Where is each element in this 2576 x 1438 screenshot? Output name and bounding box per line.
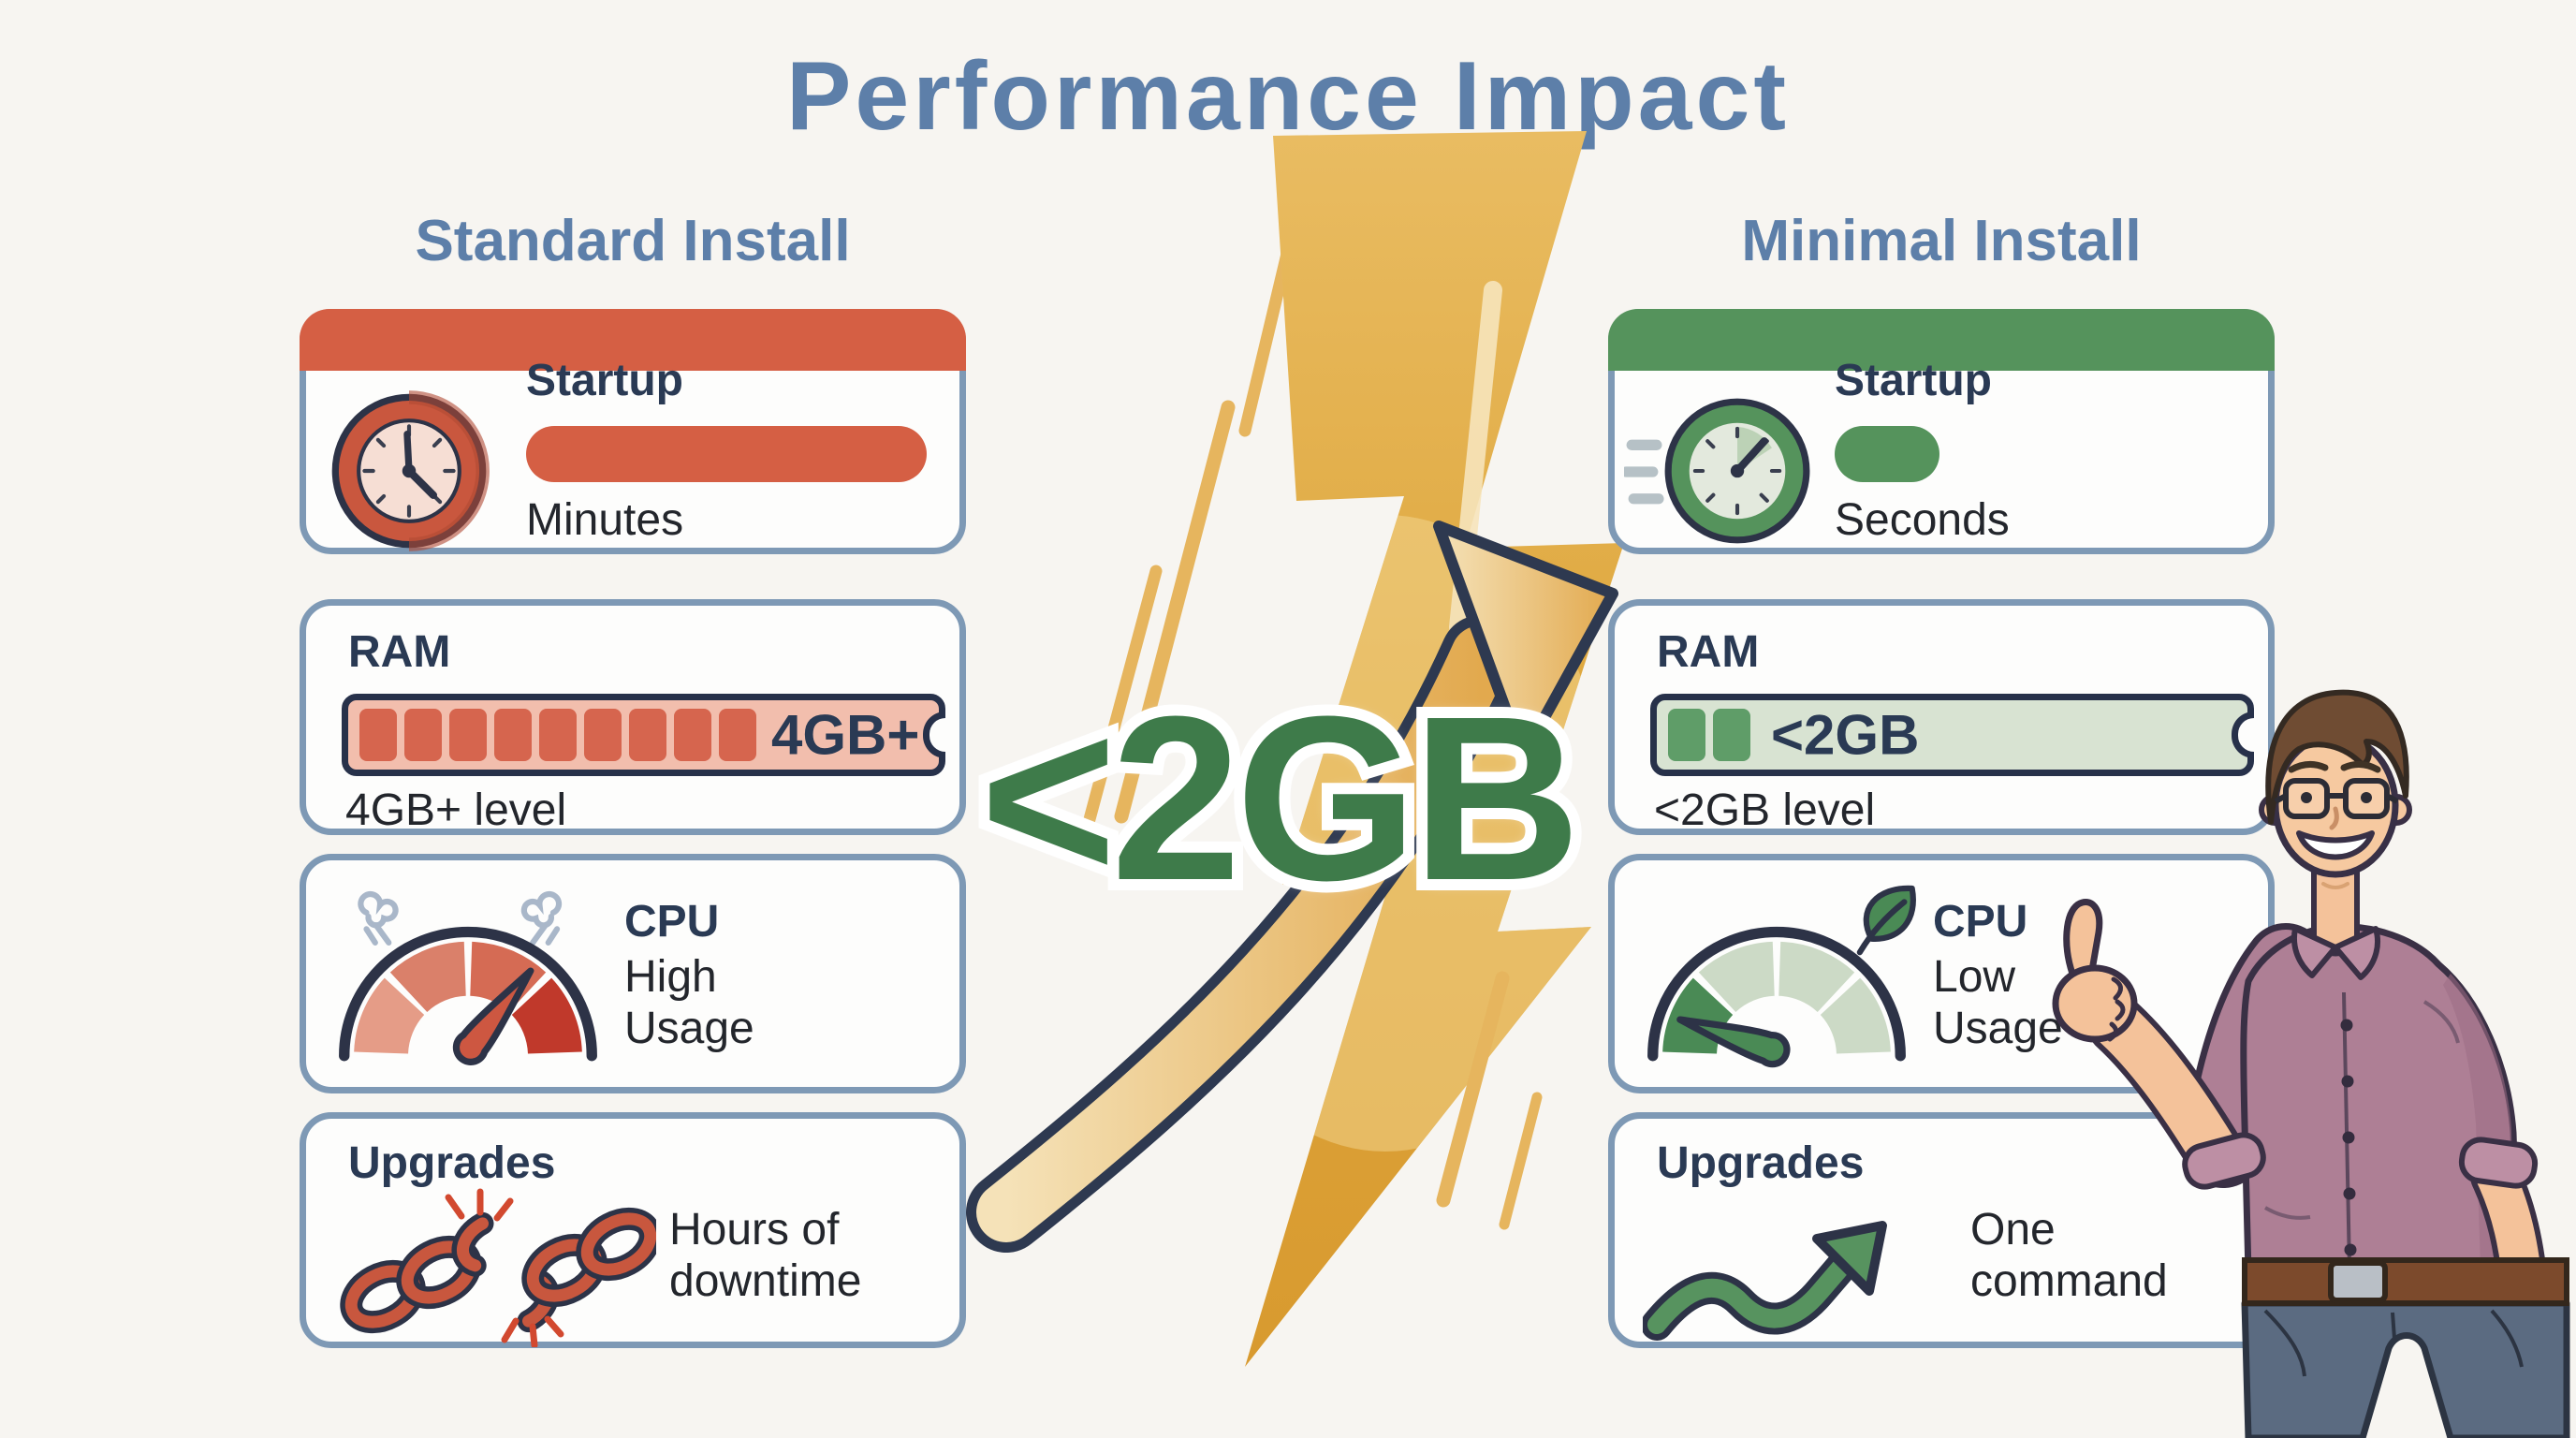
card-value: High Usage xyxy=(624,952,754,1053)
gauge-high-icon xyxy=(339,890,597,1065)
swoosh-arrow xyxy=(966,521,1618,1253)
card-minimal-startup: Startup Seconds xyxy=(1608,309,2275,554)
card-standard-startup: Startup Minutes xyxy=(300,309,966,554)
ram-bar-label: 4GB+ xyxy=(771,703,920,767)
column-standard-header: Standard Install xyxy=(415,209,851,273)
center-value-outline: <2GB xyxy=(969,668,1592,929)
mascot-character xyxy=(2052,689,2570,1438)
ram-bar-label: <2GB xyxy=(1771,703,1920,767)
trend-up-icon xyxy=(1643,1221,1887,1341)
card-accent-bar xyxy=(1608,309,2275,371)
mascot-head xyxy=(2259,689,2412,889)
ram-notch xyxy=(923,712,945,758)
card-title: Upgrades xyxy=(1657,1138,1865,1188)
clock-icon xyxy=(331,390,490,551)
card-value: 4GB+ level xyxy=(345,785,567,835)
card-standard-upgrades: Upgrades xyxy=(300,1112,966,1348)
card-accent-bar xyxy=(300,309,966,371)
card-value: Seconds xyxy=(1835,495,2010,545)
card-value: Hours of downtime xyxy=(669,1205,862,1306)
duration-bar-short xyxy=(1835,426,1939,482)
lightning-bolt-graphic xyxy=(966,131,1624,1367)
leaf-icon xyxy=(1856,885,1916,956)
card-title: CPU xyxy=(624,897,720,946)
card-value: Minutes xyxy=(526,495,684,545)
ram-bar-icon: 4GB+ xyxy=(342,694,945,776)
speed-lines-right xyxy=(1436,971,1543,1230)
shirt-collar xyxy=(2291,926,2380,980)
stopwatch-icon xyxy=(1624,398,1810,544)
duration-bar-long xyxy=(526,426,927,482)
card-minimal-ram: RAM <2GB <2GB level xyxy=(1608,599,2275,835)
card-title: RAM xyxy=(348,627,451,677)
ram-segments xyxy=(1668,709,1750,761)
card-minimal-cpu: CPU Low Usage xyxy=(1608,854,2275,1093)
card-value: <2GB level xyxy=(1654,785,1876,835)
thumbs-up-hand xyxy=(2052,899,2138,1043)
mascot-hair xyxy=(2265,689,2409,825)
center-value-text: <2GB xyxy=(979,668,1581,929)
card-title: CPU xyxy=(1933,897,2028,946)
card-title: Upgrades xyxy=(348,1138,556,1188)
ram-segments xyxy=(359,709,756,761)
card-standard-ram: RAM 4GB+ 4GB+ level xyxy=(300,599,966,835)
steam-puffs xyxy=(358,890,563,946)
column-minimal-header: Minimal Install xyxy=(1741,209,2142,273)
card-value: Low Usage xyxy=(1933,952,2063,1053)
mascot-jeans xyxy=(2241,1299,2570,1438)
gauge-low-icon xyxy=(1647,885,1916,1068)
card-title: Startup xyxy=(1835,356,1992,405)
card-value: One command xyxy=(1970,1205,2168,1306)
broken-chain-icon xyxy=(340,1188,656,1347)
ram-bar-icon: <2GB xyxy=(1650,694,2254,776)
spark-lines xyxy=(445,1188,564,1347)
page-title: Performance Impact xyxy=(786,42,1790,151)
card-title: RAM xyxy=(1657,627,1760,677)
card-title: Startup xyxy=(526,356,683,405)
card-standard-cpu: CPU High Usage xyxy=(300,854,966,1093)
